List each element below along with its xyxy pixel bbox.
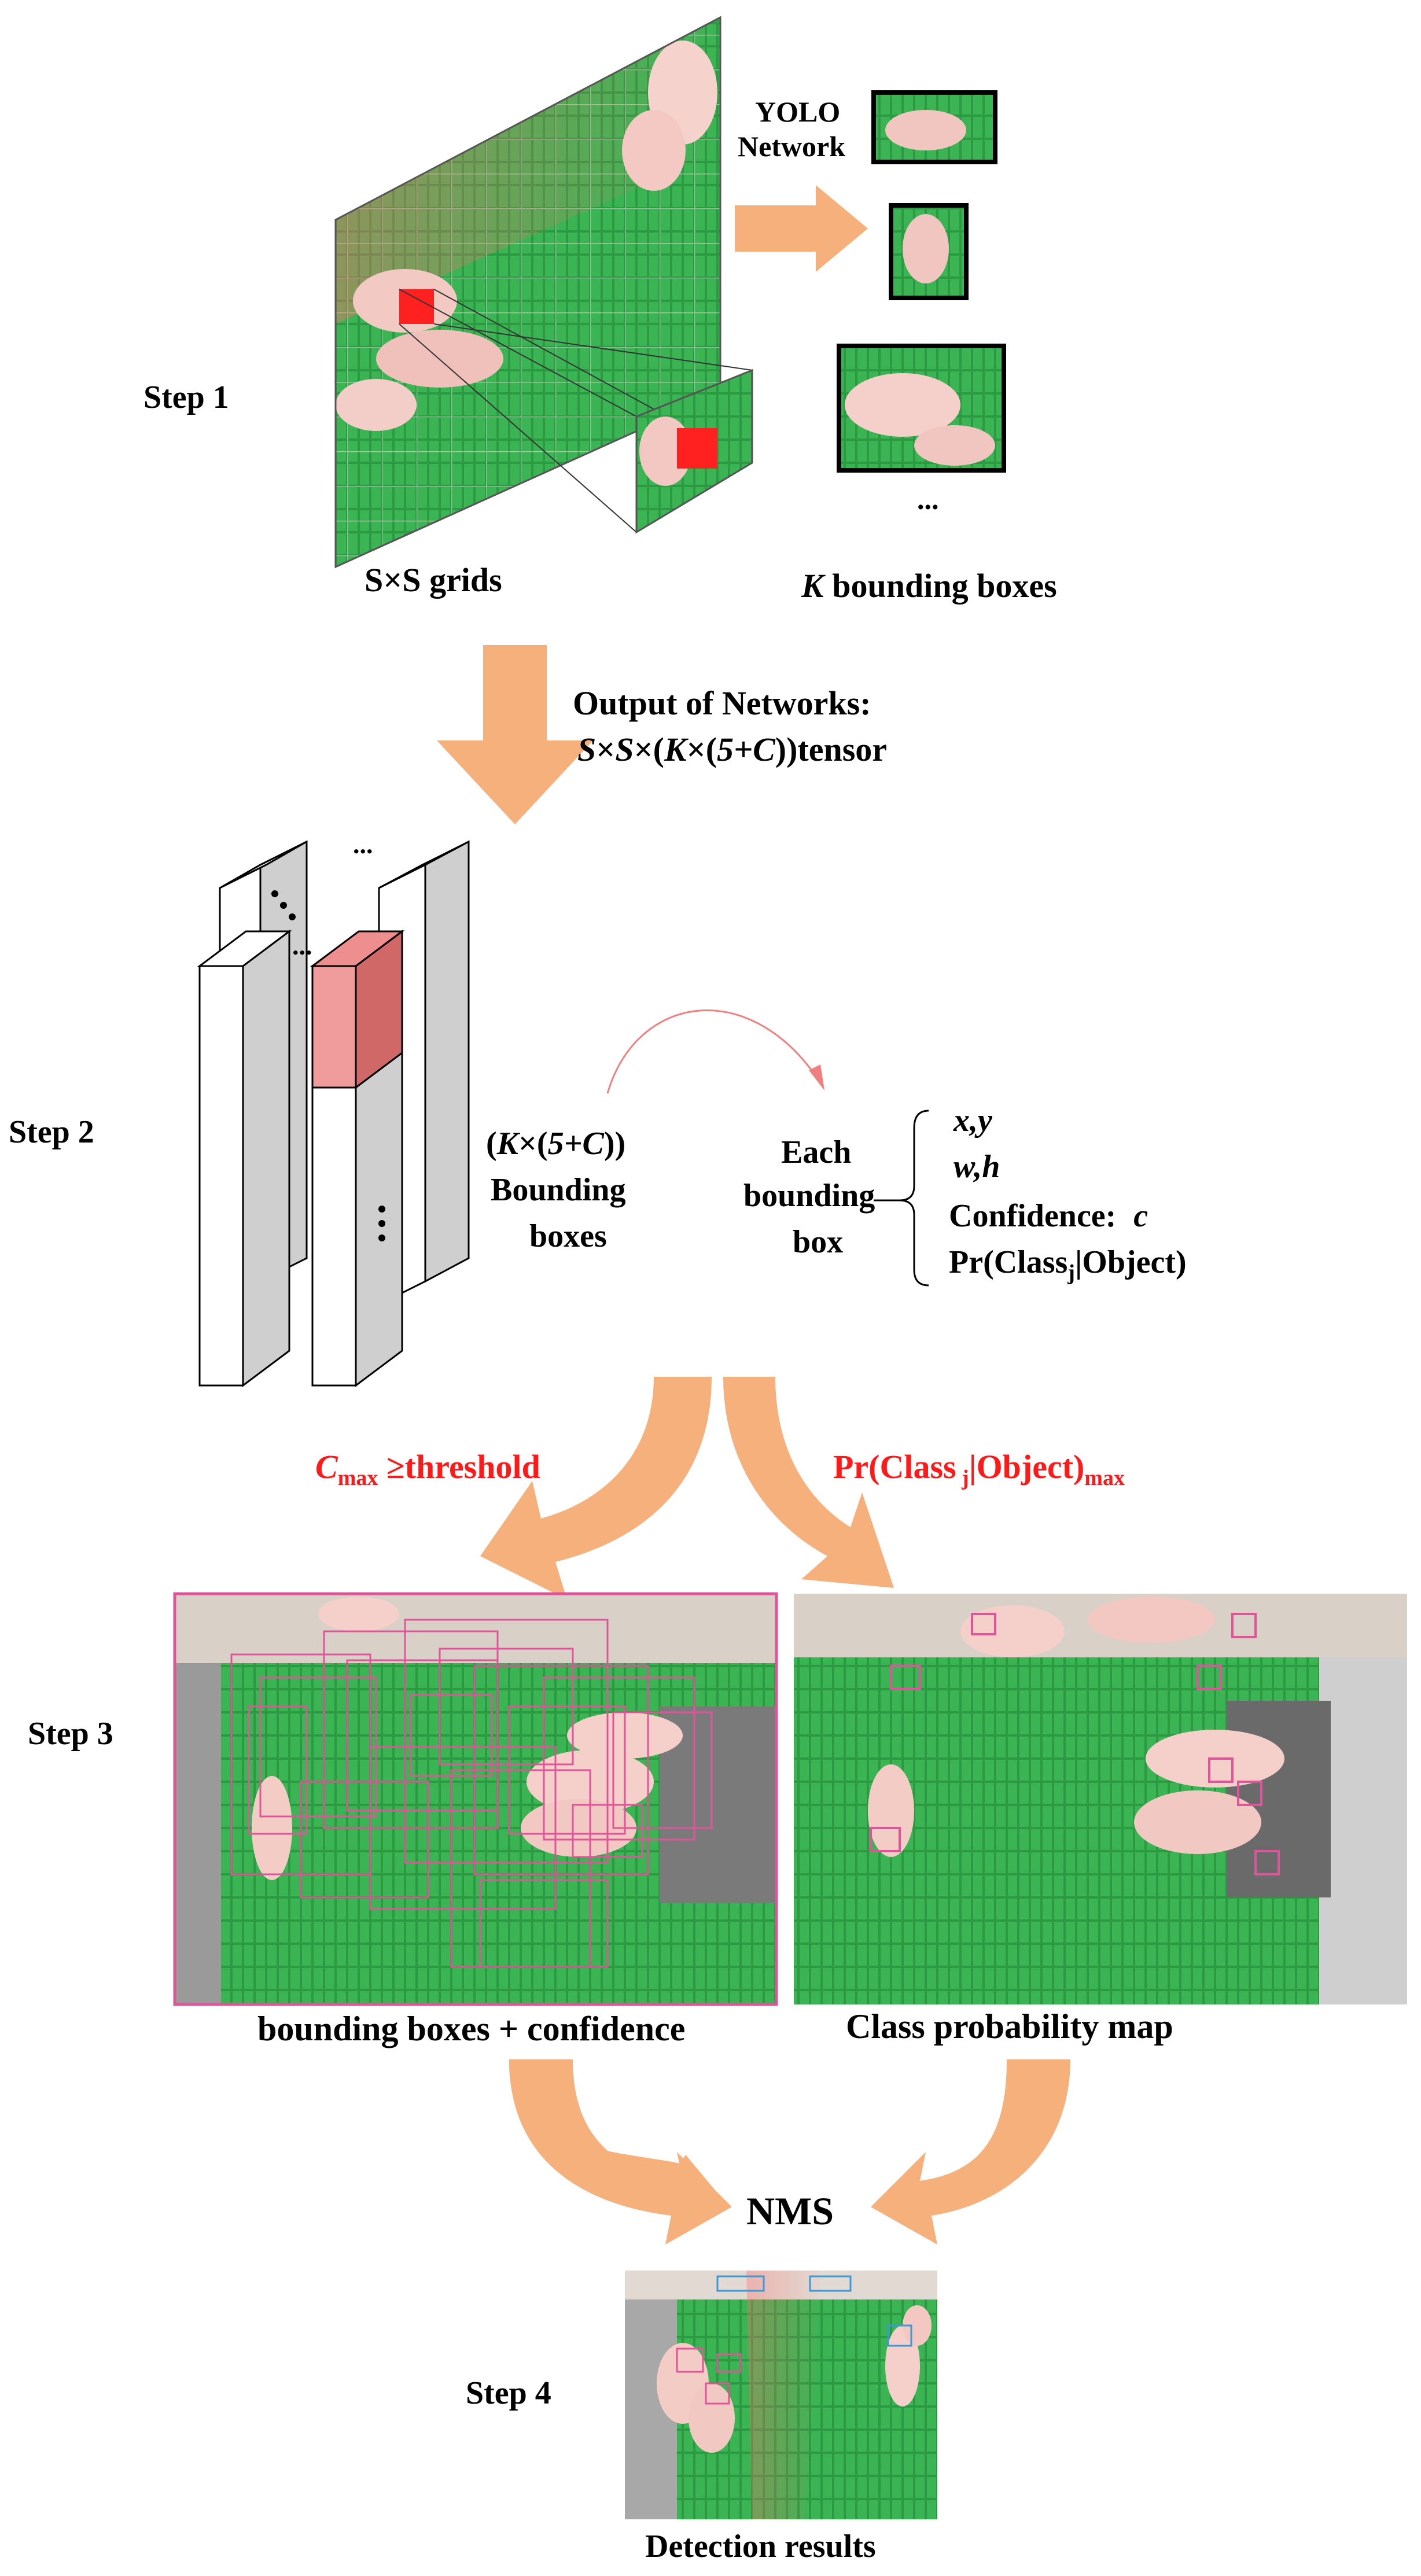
output-thumb-1 [871,90,997,164]
block-dots-vertical [271,890,385,1241]
detection-results-caption: Detection results [645,2529,876,2564]
bbox-caption: K bounding boxes [801,567,1057,605]
class-probability-caption: Class probability map [846,2007,1173,2046]
nms-label: NMS [746,2189,834,2233]
boxes-label-line2: Bounding [491,1172,626,1208]
boxes-label-line3: boxes [529,1218,607,1254]
output-thumb-3 [837,344,1006,473]
block-dots-top: ... [353,830,373,859]
arrow-right-merge [871,2059,1070,2245]
yolo-network-label-2: Network [738,130,845,163]
detection-results-image [625,2271,937,2519]
bbox-confidence-image [173,1592,778,2006]
branch-left-label: Cmax ≥threshold [315,1448,540,1490]
output-label-line2: S×S×(K×(5+C))tensor [577,731,887,768]
yolo-network-label-1: YOLO [755,95,840,128]
boxes-label-line1: (K×(5+C)) [486,1126,625,1162]
grid-caption: S×S grids [365,561,502,599]
attr-confidence: Confidence:c [949,1198,1148,1234]
each-box-line1: Each [781,1134,851,1170]
each-box-line2: bounding [743,1178,875,1214]
attribute-brace [899,1110,929,1287]
output-thumb-2 [889,203,969,300]
arrow-left-merge-main [509,2059,732,2245]
bbox-confidence-caption: bounding boxes + confidence [257,2010,685,2048]
thumbs-ellipsis: ... [917,483,939,515]
arrow-right-branch [723,1377,894,1588]
step-1-label: Step 1 [143,379,229,415]
block-dots-middle: ... [292,931,312,960]
arrow-to-network [735,185,868,272]
step-2-label: Step 2 [9,1114,94,1150]
arrow-output-down [437,645,593,824]
zoom-inset-image [635,368,753,534]
step-4-label: Step 4 [466,2375,551,2411]
each-box-line3: box [793,1224,843,1260]
attr-class-prob: Pr(Classj|Object) [949,1244,1187,1285]
output-label-line1: Output of Networks: [573,684,871,722]
attr-wh: w,h [954,1149,1000,1185]
attr-xy: x,y [953,1103,993,1138]
arrow-left-branch [480,1377,712,1600]
branch-right-label: Pr(Class j|Object)max [833,1448,1125,1490]
grid-image [334,16,721,569]
tensor-blocks [197,840,470,1387]
step-3-label: Step 3 [28,1716,113,1752]
curved-arrow [606,1009,824,1094]
class-probability-image [794,1594,1407,2004]
